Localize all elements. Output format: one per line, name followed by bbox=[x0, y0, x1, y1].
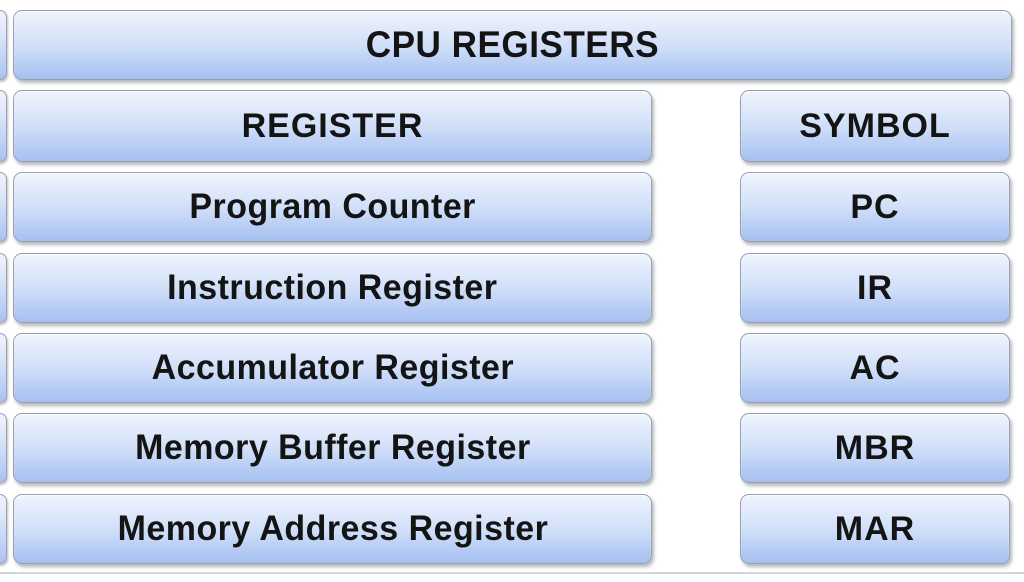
register-name: Instruction Register bbox=[167, 268, 498, 307]
cropped-box-edge bbox=[0, 90, 7, 162]
register-name: Memory Address Register bbox=[117, 509, 548, 548]
symbol-cell: IR bbox=[740, 253, 1010, 323]
bottom-edge-line bbox=[0, 572, 1024, 574]
register-name: Program Counter bbox=[189, 187, 476, 226]
column-header-symbol: SYMBOL bbox=[740, 90, 1010, 162]
column-header-symbol-label: SYMBOL bbox=[799, 106, 951, 145]
column-header-register: REGISTER bbox=[13, 90, 652, 162]
cropped-box-edge bbox=[0, 494, 7, 564]
register-cell: Program Counter bbox=[13, 172, 652, 242]
register-cell: Memory Address Register bbox=[13, 494, 652, 564]
column-header-register-label: REGISTER bbox=[241, 106, 424, 145]
register-cell: Accumulator Register bbox=[13, 333, 652, 403]
register-symbol: IR bbox=[857, 268, 893, 307]
cropped-box-edge bbox=[0, 10, 7, 80]
register-name: Accumulator Register bbox=[151, 348, 514, 387]
register-cell: Memory Buffer Register bbox=[13, 413, 652, 483]
register-symbol: MBR bbox=[834, 428, 916, 467]
title-box: CPU REGISTERS bbox=[13, 10, 1012, 80]
cropped-box-edge bbox=[0, 413, 7, 483]
cropped-box-edge bbox=[0, 172, 7, 242]
diagram-title: CPU REGISTERS bbox=[365, 24, 660, 65]
cropped-box-edge bbox=[0, 253, 7, 323]
symbol-cell: MBR bbox=[740, 413, 1010, 483]
symbol-cell: AC bbox=[740, 333, 1010, 403]
symbol-cell: MAR bbox=[740, 494, 1010, 564]
register-cell: Instruction Register bbox=[13, 253, 652, 323]
register-symbol: MAR bbox=[834, 509, 916, 548]
register-symbol: AC bbox=[849, 348, 901, 387]
register-symbol: PC bbox=[850, 187, 900, 226]
symbol-cell: PC bbox=[740, 172, 1010, 242]
register-name: Memory Buffer Register bbox=[134, 428, 531, 467]
cropped-box-edge bbox=[0, 333, 7, 403]
